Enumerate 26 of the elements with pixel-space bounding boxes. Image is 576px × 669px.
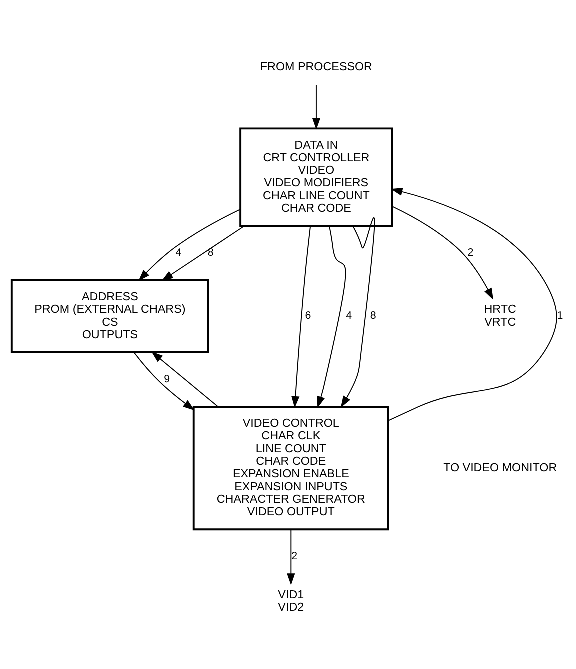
edge-label: 2 [292,550,298,563]
edge-label: 4 [346,310,352,322]
edge-label: 2 [468,246,474,259]
arrow [134,352,195,411]
node-box: ADDRESS PROM (EXTERNAL CHARS) CS OUTPUTS [10,280,210,354]
arrow [317,226,346,408]
arrow [162,226,246,282]
edge-label: 9 [164,373,170,386]
arrow [138,209,241,282]
label: TO VIDEO MONITOR [444,461,558,474]
arrow [292,226,312,408]
node-text: FROM PROCESSOR [260,60,372,74]
arrow [312,84,321,130]
arrow [151,352,219,408]
node-box: DATA IN CRT CONTROLLER VIDEO VIDEO MODIFIERS CHAR LINE COUNT CHAR CODE [240,128,394,227]
edge-label: 4 [176,246,182,259]
node-box: VIDEO CONTROL CHAR CLK LINE COUNT CHAR CODE EXPANSION ENABLE EXPANSION INPUTS CHARACTER GENERATOR VIDEO OUTPUT [192,406,390,531]
arrow [340,218,376,408]
node-text: VID1 VID2 [278,588,304,614]
node-text: HRTC VRTC [484,303,516,329]
edge-label: 8 [370,310,376,322]
edge-label: 1 [557,310,564,322]
arrow [287,529,296,586]
arrow [392,206,494,300]
edge-label: 6 [305,310,312,322]
arrow [388,188,558,422]
